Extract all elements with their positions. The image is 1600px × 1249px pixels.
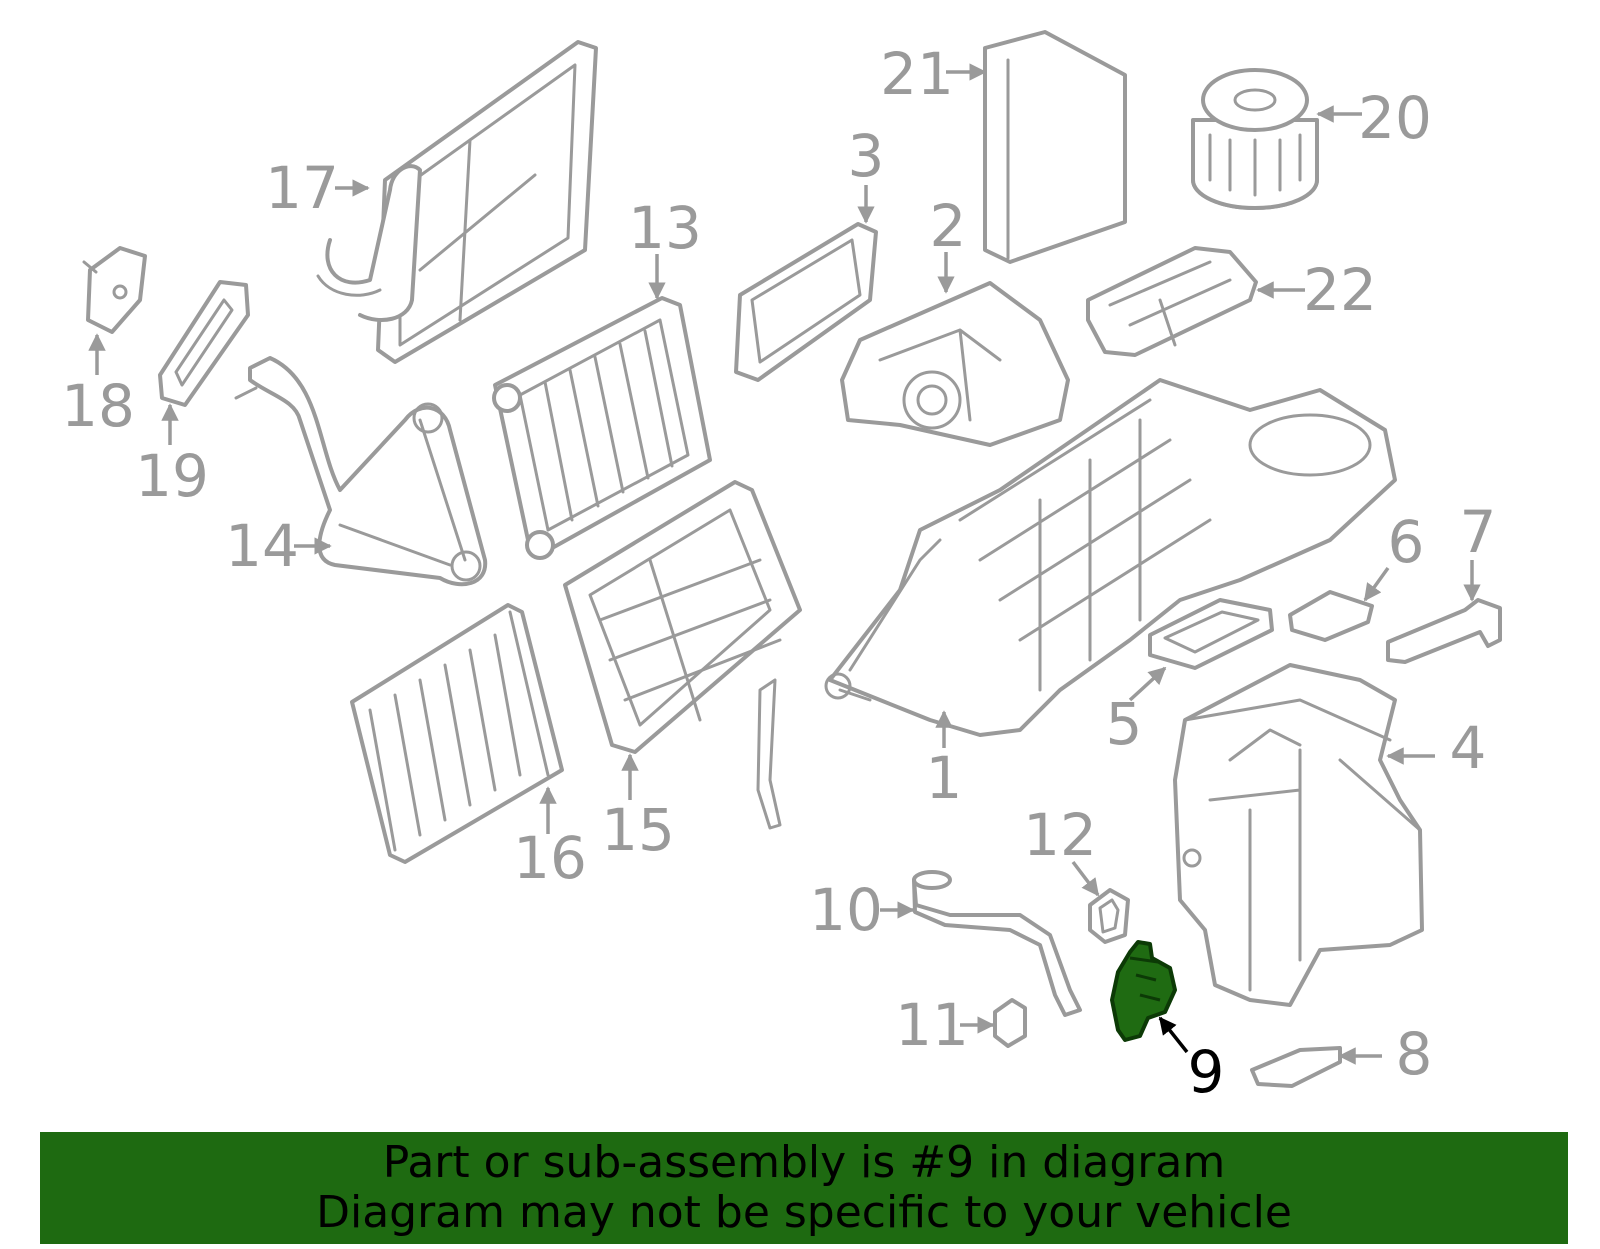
part-10-drain-tube	[912, 870, 1082, 1017]
part-14-heater-pipes	[234, 356, 488, 587]
callout-9: 9	[1188, 1038, 1225, 1106]
part-16-grille	[350, 603, 564, 864]
callout-22: 22	[1303, 256, 1377, 324]
callout-12: 12	[1023, 801, 1097, 869]
callout-4: 4	[1450, 714, 1487, 782]
part-18-sensor	[82, 246, 147, 334]
callout-6: 6	[1388, 508, 1425, 576]
callout-13: 13	[628, 194, 702, 262]
part-9-actuator-highlighted	[1110, 940, 1177, 1042]
part-6-seal	[1288, 590, 1374, 642]
callout-2: 2	[930, 192, 967, 260]
part-1-hvac-housing	[824, 378, 1397, 737]
callout-14: 14	[225, 512, 299, 580]
callout-8: 8	[1396, 1020, 1433, 1088]
callout-18: 18	[61, 372, 135, 440]
callout-11: 11	[895, 991, 969, 1059]
part-19-seal	[158, 280, 250, 407]
parts-diagram: 1 2 3 4 5 6 7 8 9 10 11 12 13 14 15 16 1…	[61, 30, 1502, 1106]
callout-17: 17	[265, 154, 339, 222]
part-17-evaporator	[316, 40, 598, 364]
part-4-lower-housing	[1173, 663, 1424, 1007]
callout-20: 20	[1358, 84, 1432, 152]
callout-5: 5	[1106, 690, 1143, 758]
part-12-grommet	[1088, 888, 1130, 944]
callout-10: 10	[809, 876, 883, 944]
part-7-actuator	[1386, 598, 1502, 664]
part-20-blower-motor	[1191, 68, 1319, 210]
callout-1: 1	[926, 744, 963, 812]
part-8-seal	[1250, 1046, 1342, 1088]
callout-15: 15	[601, 796, 675, 864]
callout-3: 3	[848, 122, 885, 190]
leader-arrows	[88, 63, 1481, 1065]
banner-line-1: Part or sub-assembly is #9 in diagram	[382, 1137, 1226, 1188]
banner-line-2: Diagram may not be specific to your vehi…	[316, 1187, 1292, 1238]
part-3-gasket	[734, 222, 878, 382]
part-2-blower-housing	[840, 281, 1070, 447]
part-5-gasket	[1148, 598, 1274, 670]
callout-16: 16	[513, 824, 587, 892]
callout-21: 21	[880, 40, 954, 108]
part-22-duct	[1086, 246, 1258, 357]
part-21-cabin-filter	[983, 30, 1127, 264]
callout-labels: 1 2 3 4 5 6 7 8 9 10 11 12 13 14 15 16 1…	[61, 40, 1496, 1106]
callout-7: 7	[1460, 498, 1497, 566]
callout-19: 19	[135, 442, 209, 510]
part-11-grommet	[993, 998, 1027, 1048]
info-banner: Part or sub-assembly is #9 in diagram Di…	[40, 1132, 1568, 1244]
part-15-frame	[563, 480, 802, 830]
